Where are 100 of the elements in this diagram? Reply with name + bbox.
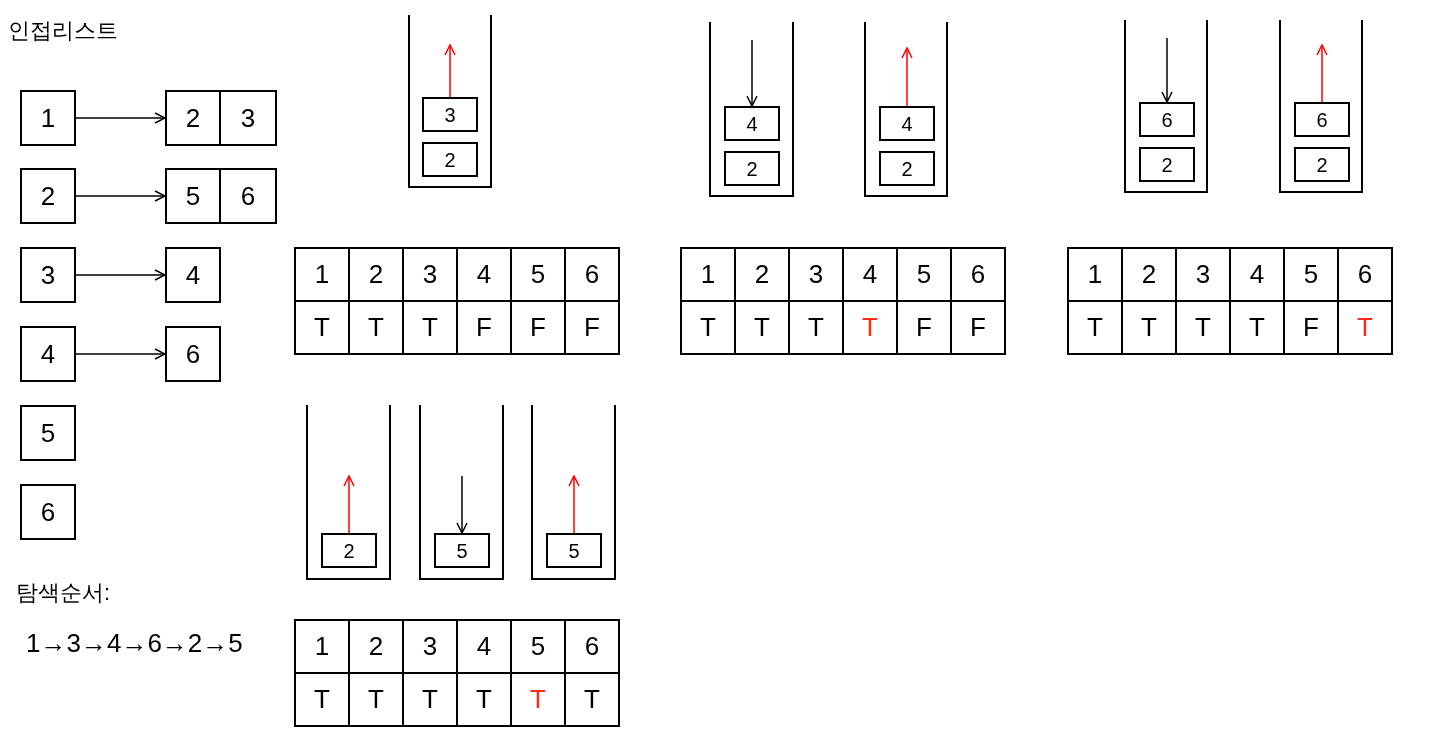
table-cell: 2 bbox=[1122, 248, 1176, 301]
table-cell: T bbox=[565, 673, 619, 726]
list-node-box bbox=[20, 484, 76, 540]
table-cell: 5 bbox=[897, 248, 951, 301]
node-label: 6 bbox=[240, 183, 256, 209]
node-label: 3 bbox=[444, 104, 456, 125]
table-cell: T bbox=[843, 301, 897, 354]
node-label: 2 bbox=[1161, 154, 1173, 175]
stack-item-box bbox=[422, 97, 478, 132]
arrow bbox=[568, 475, 580, 534]
table-cell: 2 bbox=[349, 248, 403, 301]
list-node-box bbox=[165, 247, 221, 303]
table-cell: 3 bbox=[403, 620, 457, 673]
table-cell: T bbox=[295, 673, 349, 726]
list-node-box bbox=[165, 326, 221, 382]
table-cell: F bbox=[1284, 301, 1338, 354]
table-cell: T bbox=[511, 673, 565, 726]
label-text: 탐색순서: bbox=[16, 579, 111, 607]
table-cell: 5 bbox=[511, 620, 565, 673]
node-label: 3 bbox=[40, 262, 56, 288]
table-cell: T bbox=[1068, 301, 1122, 354]
stack-item-box bbox=[724, 106, 780, 141]
table-cell: 3 bbox=[789, 248, 843, 301]
arrow bbox=[343, 475, 355, 534]
table-cell: T bbox=[1338, 301, 1392, 354]
arrow bbox=[746, 39, 758, 107]
table-cell: 2 bbox=[349, 620, 403, 673]
arrow bbox=[444, 44, 456, 98]
table-cell: 5 bbox=[1284, 248, 1338, 301]
table-cell: T bbox=[349, 673, 403, 726]
list-node-box bbox=[20, 405, 76, 461]
table-cell: 6 bbox=[565, 620, 619, 673]
list-node-box bbox=[219, 90, 277, 146]
arrow bbox=[75, 269, 166, 281]
table-cell: 1 bbox=[681, 248, 735, 301]
table-cell: 5 bbox=[511, 248, 565, 301]
node-label: 5 bbox=[568, 540, 580, 561]
list-node-box bbox=[165, 90, 221, 146]
node-label: 6 bbox=[40, 499, 56, 525]
node-label: 5 bbox=[185, 183, 201, 209]
list-node-box bbox=[165, 168, 221, 224]
table-cell: F bbox=[457, 301, 511, 354]
title: 인접리스트 bbox=[8, 17, 118, 45]
table-cell: 6 bbox=[565, 248, 619, 301]
table-cell: 4 bbox=[457, 620, 511, 673]
node-label: 2 bbox=[746, 158, 758, 179]
stack-item-box bbox=[434, 533, 490, 568]
node-label: 2 bbox=[444, 149, 456, 170]
table-cell: T bbox=[403, 673, 457, 726]
table-cell: T bbox=[403, 301, 457, 354]
stack-item-box bbox=[422, 142, 478, 177]
node-label: 3 bbox=[240, 105, 256, 131]
table-cell: T bbox=[1230, 301, 1284, 354]
table-cell: T bbox=[457, 673, 511, 726]
stack-item-box bbox=[546, 533, 602, 568]
node-label: 4 bbox=[185, 262, 201, 288]
table-cell: T bbox=[1122, 301, 1176, 354]
node-label: 2 bbox=[343, 540, 355, 561]
node-label: 4 bbox=[40, 341, 56, 367]
node-label: 2 bbox=[901, 158, 913, 179]
node-label: 6 bbox=[1161, 109, 1173, 130]
node-label: 2 bbox=[1316, 154, 1328, 175]
table-cell: 6 bbox=[951, 248, 1005, 301]
node-label: 5 bbox=[40, 420, 56, 446]
node-label: 1 bbox=[40, 105, 56, 131]
arrow bbox=[75, 348, 166, 360]
stack-item-box bbox=[879, 151, 935, 186]
table-cell: T bbox=[349, 301, 403, 354]
table-cell: 3 bbox=[1176, 248, 1230, 301]
table-cell: F bbox=[897, 301, 951, 354]
node-label: 6 bbox=[1316, 109, 1328, 130]
table-cell: 4 bbox=[1230, 248, 1284, 301]
stack-item-box bbox=[1294, 102, 1350, 137]
list-node-box bbox=[20, 168, 76, 224]
table-cell: F bbox=[951, 301, 1005, 354]
list-node-box bbox=[20, 326, 76, 382]
stack-item-box bbox=[879, 106, 935, 141]
table-cell: 1 bbox=[295, 248, 349, 301]
table-cell: F bbox=[511, 301, 565, 354]
table-cell: 3 bbox=[403, 248, 457, 301]
arrow bbox=[1316, 44, 1328, 103]
stack-item-box bbox=[1294, 147, 1350, 182]
arrow bbox=[456, 475, 468, 534]
table-cell: 6 bbox=[1338, 248, 1392, 301]
arrow bbox=[75, 190, 166, 202]
arrow bbox=[901, 47, 913, 107]
arrow bbox=[1161, 37, 1173, 103]
arrow bbox=[75, 112, 166, 124]
list-node-box bbox=[20, 90, 76, 146]
table-cell: T bbox=[789, 301, 843, 354]
table-cell: 1 bbox=[1068, 248, 1122, 301]
stack-item-box bbox=[724, 151, 780, 186]
node-label: 2 bbox=[40, 183, 56, 209]
stack-item-box bbox=[1139, 102, 1195, 137]
stack-item-box bbox=[1139, 147, 1195, 182]
node-label: 6 bbox=[185, 341, 201, 367]
stack-item-box bbox=[321, 533, 377, 568]
table-cell: T bbox=[295, 301, 349, 354]
list-node-box bbox=[20, 247, 76, 303]
node-label: 4 bbox=[901, 113, 913, 134]
